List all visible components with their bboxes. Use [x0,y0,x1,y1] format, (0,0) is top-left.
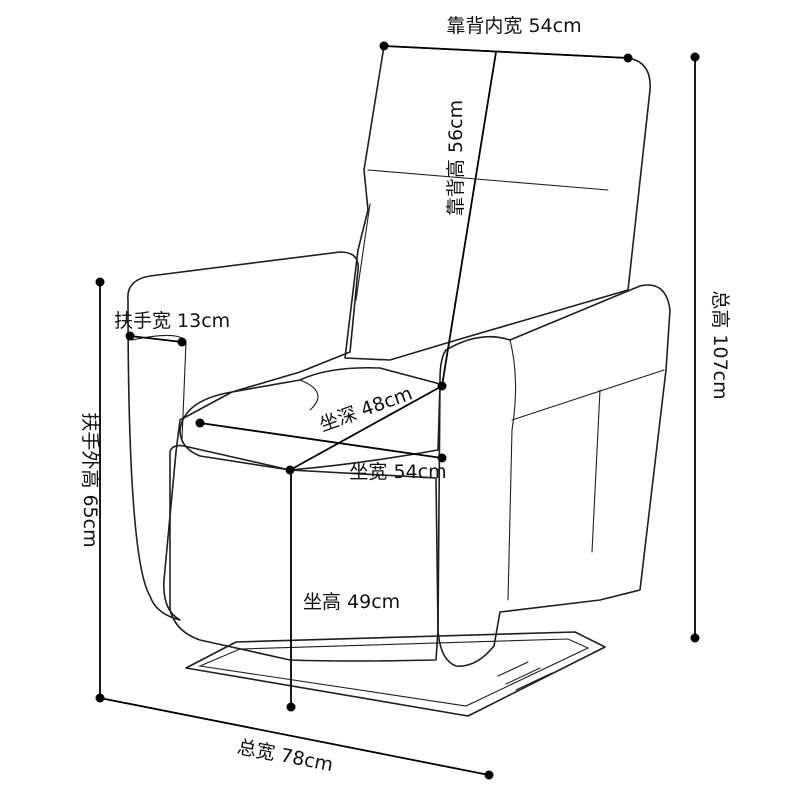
seat-height-label: 坐高 49cm [303,591,400,613]
dimension-lines [95,41,700,780]
chair-seat-cushion [179,366,441,471]
chair-right-armrest [437,284,671,667]
backrest-width-dot-left [379,41,389,51]
chair-seat-front [169,444,439,662]
total-height-label: 总高 107cm [709,290,731,399]
dimension-labels: 靠背内宽 54cm 靠背高 56cm 总高 107cm 扶手宽 13cm 扶手外… [79,15,731,776]
armrest-width-dot-right [177,337,187,347]
total-height-dot-bottom [690,633,700,643]
armrest-height-label: 扶手外高 65cm [79,412,101,547]
seat-width-dot [285,465,295,475]
backrest-width-label: 靠背内宽 54cm [446,15,581,37]
total-width-line [99,697,490,776]
armrest-height-dot-top [95,277,105,287]
armrest-width-label: 扶手宽 13cm [114,310,230,332]
seat-width-line [289,385,443,471]
backrest-width-line [383,45,629,59]
armrest-width-line [129,335,183,343]
total-width-dot-right [484,770,494,780]
chair-base-inner [197,638,590,707]
armrest-width-dot-left [125,331,135,341]
seat-depth-dot-left [195,418,205,428]
seat-width-label: 坐宽 54cm [349,461,446,483]
recliner-chair-drawing [127,45,671,717]
backrest-seam [367,169,609,191]
total-height-dot-top [690,52,700,62]
seat-height-dot-bottom [286,702,296,712]
seat-depth-line [199,422,443,459]
seat-depth-dot-right [437,453,447,463]
chair-backrest [344,45,651,361]
backrest-height-label: 靠背高 56cm [445,100,467,216]
backrest-width-dot-right [623,53,633,63]
backrest-height-line [441,51,497,387]
